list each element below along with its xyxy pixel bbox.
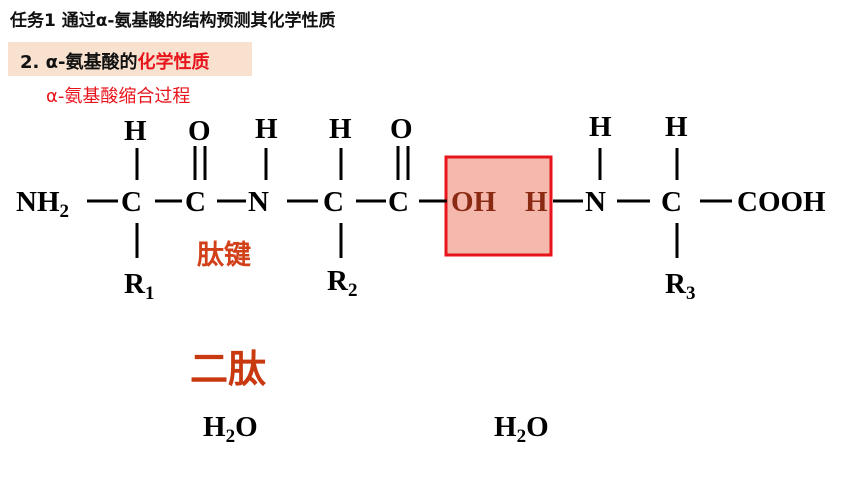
water-left-h: H [203, 411, 226, 443]
atom-r1-text: R [124, 268, 145, 300]
atom-oh: OH [451, 186, 497, 218]
atom-c2: C [185, 186, 206, 218]
water-left-o: O [235, 411, 258, 443]
atom-h-c1: H [124, 115, 147, 147]
water-molecule-right: H2O [494, 411, 549, 447]
atom-o-c2: O [188, 115, 211, 147]
water-right-h: H [494, 411, 517, 443]
water-left-subscript: 2 [225, 426, 236, 447]
water-right-o: O [526, 411, 549, 443]
atom-n1: N [248, 186, 269, 218]
atom-r3: R3 [665, 268, 696, 304]
atom-h-n1: H [255, 113, 278, 145]
condensation-subtitle: α-氨基酸缩合过程 [46, 86, 191, 107]
atom-r1: R1 [124, 268, 155, 304]
atom-c1: C [121, 186, 142, 218]
peptide-bond-label: 肽键 [197, 240, 251, 271]
atom-nh2: NH2 [16, 186, 70, 222]
condensation-highlight-box [444, 155, 553, 257]
atom-h-c5: H [665, 111, 688, 143]
atom-h-n2: H [589, 111, 612, 143]
section-title-prefix: 2. α-氨基酸的 [20, 52, 138, 73]
atom-n2: N [585, 186, 606, 218]
atom-h-leaving: H [525, 186, 548, 218]
water-molecule-left: H2O [203, 411, 258, 447]
water-right-subscript: 2 [516, 426, 527, 447]
atom-o-c4: O [390, 113, 413, 145]
section-title-background [8, 42, 252, 76]
atom-r3-text: R [665, 268, 686, 300]
section-title-highlight: 化学性质 [137, 52, 210, 73]
task-title: 任务1 通过α-氨基酸的结构预测其化学性质 [10, 11, 336, 31]
atom-r2-subscript: 2 [347, 280, 358, 301]
atom-h-c3: H [329, 113, 352, 145]
atom-c3: C [323, 186, 344, 218]
section-title: 2. α-氨基酸的化学性质 [20, 48, 209, 74]
atom-nh2-text: NH [16, 186, 60, 218]
atom-r3-subscript: 3 [685, 283, 696, 304]
atom-r2-text: R [327, 265, 348, 297]
atom-c4: C [388, 186, 409, 218]
atom-c5: C [661, 186, 682, 218]
atom-r1-subscript: 1 [144, 283, 155, 304]
atom-nh2-subscript: 2 [59, 201, 70, 222]
atom-cooh: COOH [737, 186, 826, 218]
dipeptide-label: 二肽 [190, 347, 267, 391]
atom-r2: R2 [327, 265, 358, 301]
